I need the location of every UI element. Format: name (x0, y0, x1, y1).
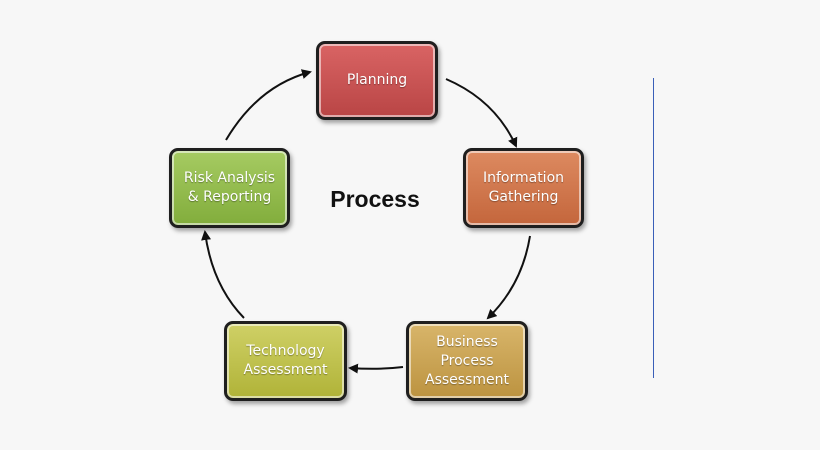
arrow-risk-analysis-reporting-to-planning (225, 69, 312, 141)
vertical-divider (653, 78, 654, 378)
arrow-information-gathering-to-business-process-assessment (486, 235, 531, 320)
arrow-business-process-assessment-to-technology-assessment (348, 363, 404, 374)
node-information-gathering: Information Gathering (463, 148, 584, 228)
node-planning-label: Planning (346, 72, 408, 88)
node-planning: Planning (316, 41, 438, 120)
node-risk-analysis-reporting: Risk Analysis & Reporting (169, 148, 290, 228)
node-risk-analysis-reporting-label: Risk Analysis & Reporting (183, 170, 276, 205)
node-technology-assessment-label: Technology Assessment (243, 343, 328, 378)
node-business-process-assessment: Business Process Assessment (406, 321, 528, 401)
center-label: Process (330, 186, 420, 212)
node-information-gathering-label: Information Gathering (482, 170, 565, 205)
arrow-technology-assessment-to-risk-analysis-reporting (201, 230, 245, 319)
arrow-planning-to-information-gathering (445, 78, 518, 148)
node-technology-assessment: Technology Assessment (224, 321, 347, 401)
node-business-process-assessment-label: Business Process Assessment (425, 333, 509, 388)
